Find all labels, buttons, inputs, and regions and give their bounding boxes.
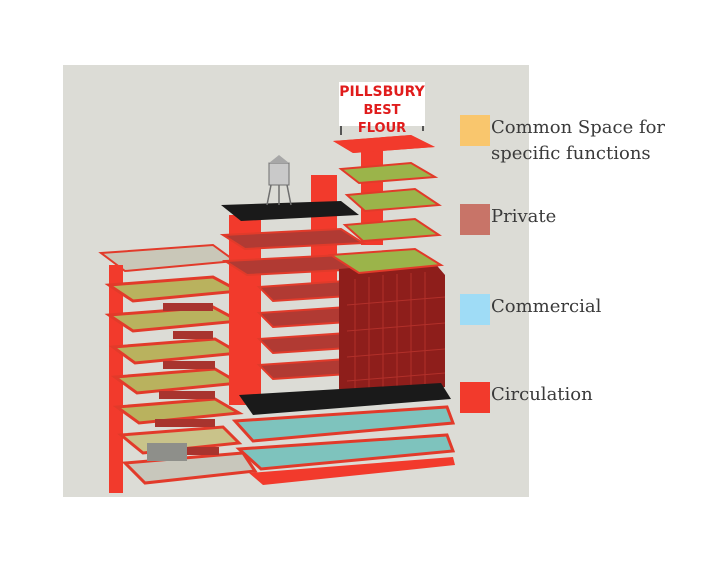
sign-line-1: PILLSBURY xyxy=(339,82,425,102)
swatch-commercial xyxy=(460,294,490,325)
legend-label-private: Private xyxy=(491,204,556,230)
legend-label-common-space-line1: Common Space for xyxy=(491,115,665,141)
swatch-circulation xyxy=(460,382,490,413)
legend-label-circulation: Circulation xyxy=(491,382,593,408)
water-tower xyxy=(267,155,291,205)
sign-board: PILLSBURY BEST FLOUR xyxy=(339,82,425,126)
green-terraces xyxy=(331,135,441,273)
swatch-common-space xyxy=(460,115,490,146)
sign-line-2: BEST FLOUR xyxy=(339,102,425,138)
swatch-private xyxy=(460,204,490,235)
east-tower xyxy=(339,261,445,405)
legend-label-commercial: Commercial xyxy=(491,294,601,320)
legend-label-common-space-line2: specific functions xyxy=(491,141,665,167)
commercial-floors xyxy=(235,383,455,485)
